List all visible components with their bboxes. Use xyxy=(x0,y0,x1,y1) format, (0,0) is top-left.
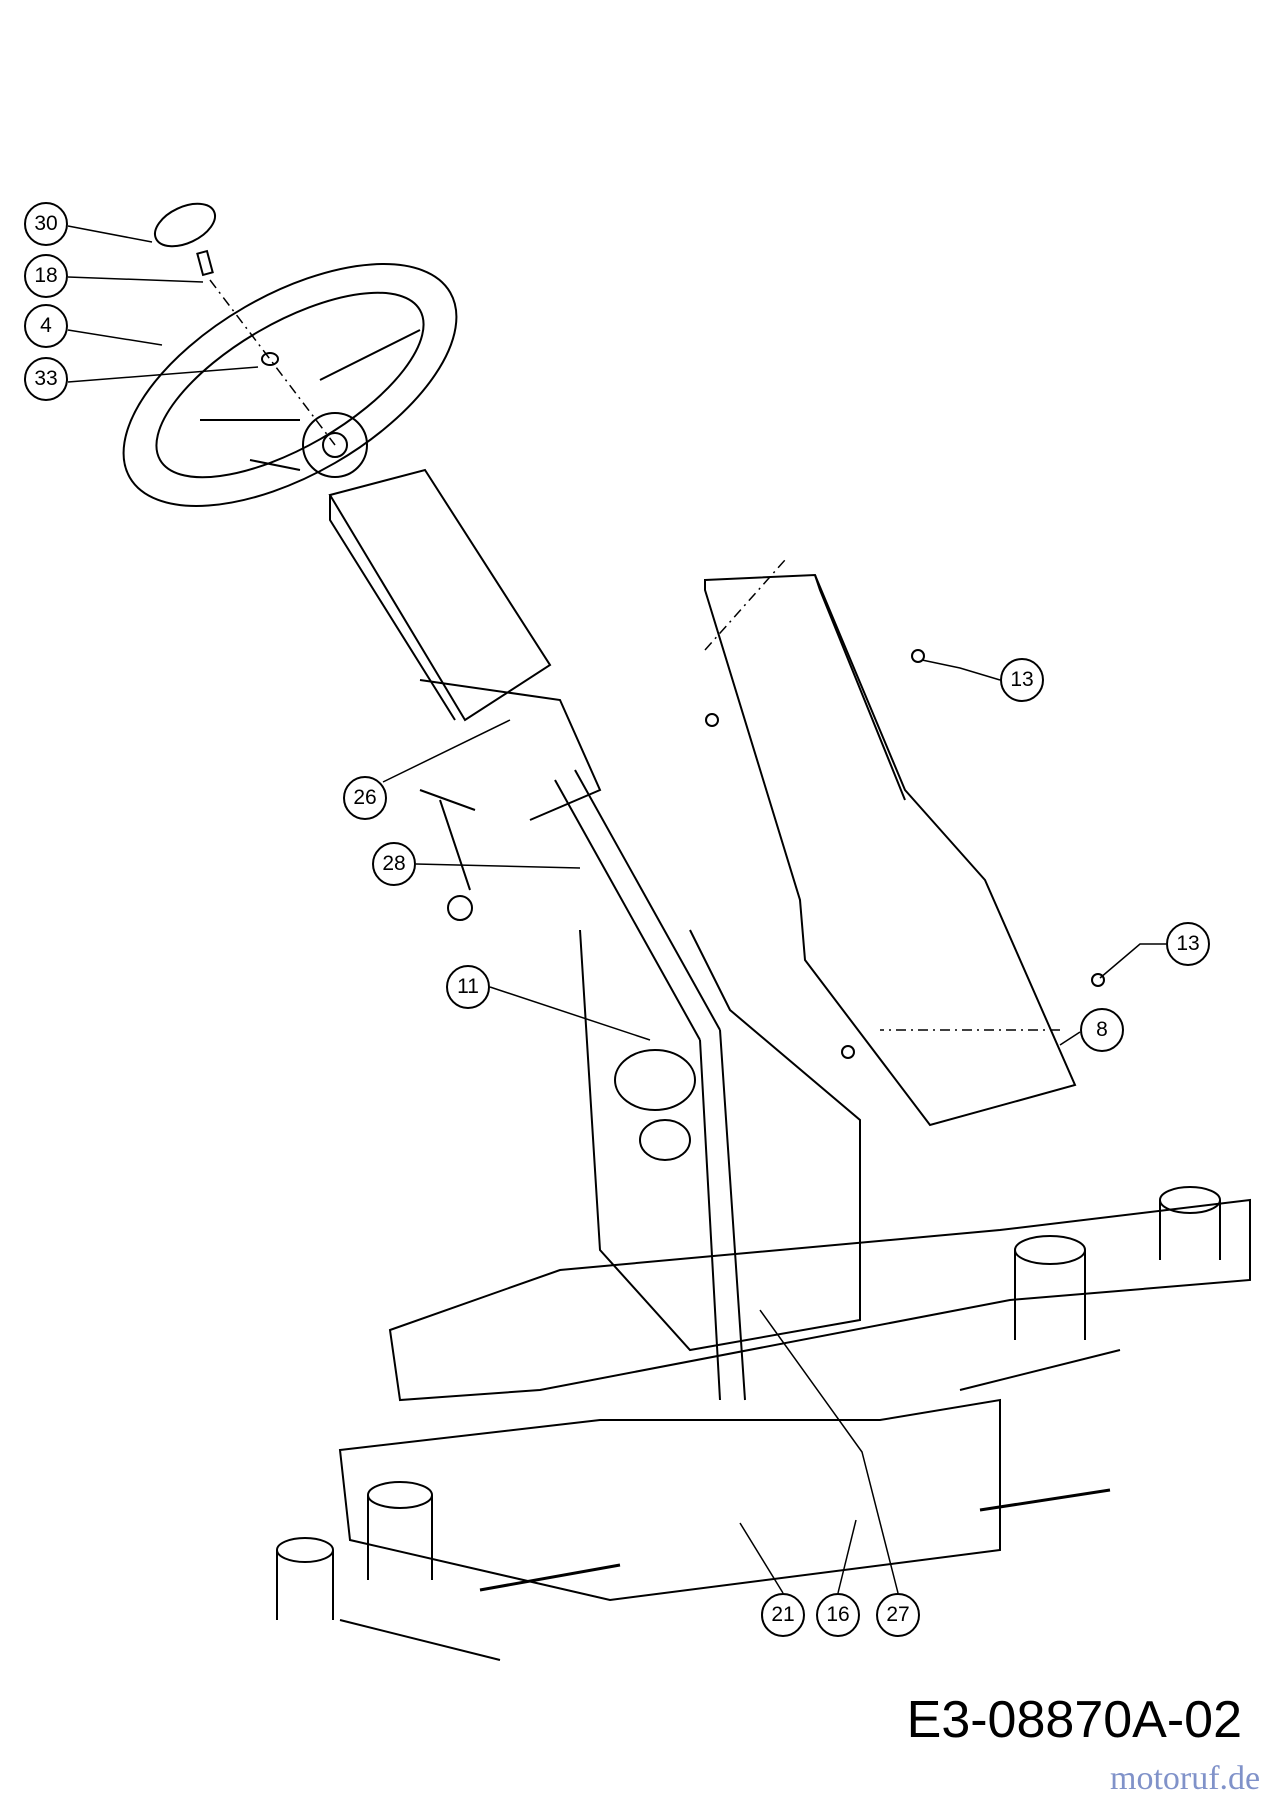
drawing-number: E3-08870A-02 xyxy=(906,1691,1242,1749)
callout-label: 4 xyxy=(40,314,52,337)
foot-panel xyxy=(704,573,1077,1127)
callout-28: 28 xyxy=(372,842,416,886)
steering-shaft xyxy=(554,769,746,1401)
callout-label: 13 xyxy=(1176,932,1200,955)
callout-27: 27 xyxy=(876,1593,920,1637)
clip-part xyxy=(154,202,216,248)
bolt-part xyxy=(196,249,214,277)
screw xyxy=(1091,973,1105,987)
callout-13-lower: 13 xyxy=(1166,922,1210,966)
lever-handle xyxy=(419,789,476,891)
callout-33: 33 xyxy=(24,357,68,401)
callout-13-upper: 13 xyxy=(1000,658,1044,702)
callout-label: 26 xyxy=(353,786,377,809)
callout-label: 27 xyxy=(886,1603,910,1626)
column-pedestal xyxy=(579,929,861,1352)
leader-lines xyxy=(67,225,1166,1594)
callout-8: 8 xyxy=(1080,1008,1124,1052)
callout-label: 18 xyxy=(34,264,58,287)
callout-label: 16 xyxy=(826,1603,850,1626)
callout-18: 18 xyxy=(24,254,68,298)
callout-label: 13 xyxy=(1010,668,1034,691)
callout-label: 11 xyxy=(457,975,479,998)
callout-label: 28 xyxy=(382,852,406,875)
screw xyxy=(841,1045,855,1059)
callout-4: 4 xyxy=(24,304,68,348)
callout-label: 8 xyxy=(1096,1018,1108,1041)
callout-30: 30 xyxy=(24,202,68,246)
column-cover xyxy=(328,468,602,821)
callout-16: 16 xyxy=(816,1593,860,1637)
washer-part xyxy=(261,352,279,366)
screw xyxy=(911,649,925,663)
callout-label: 30 xyxy=(34,212,58,235)
callout-21: 21 xyxy=(761,1593,805,1637)
screw xyxy=(705,713,719,727)
watermark-logo: motoruf.de xyxy=(1110,1760,1261,1797)
callout-label: 21 xyxy=(771,1603,795,1626)
callout-label: 33 xyxy=(34,367,58,390)
callout-26: 26 xyxy=(343,776,387,820)
chassis-frame xyxy=(276,1186,1251,1661)
steering-wheel xyxy=(122,263,458,507)
callout-11: 11 xyxy=(446,965,490,1009)
